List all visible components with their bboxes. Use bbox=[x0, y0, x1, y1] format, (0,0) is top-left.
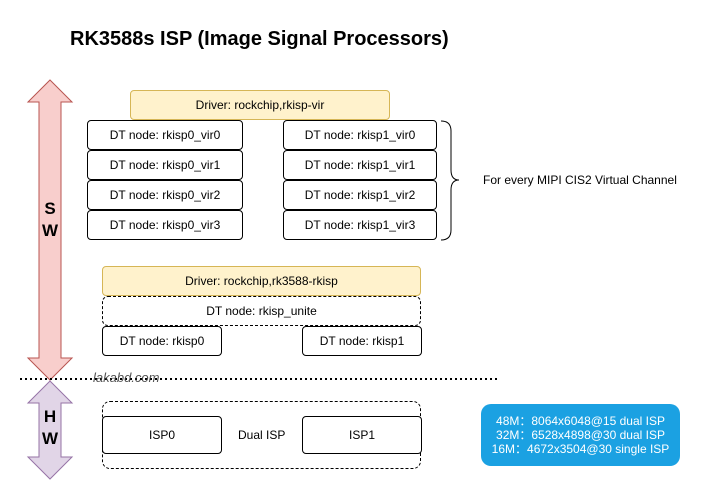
resolution-line: 48M：8064x6048@15 dual ISP bbox=[496, 414, 665, 428]
hw-arrow bbox=[26, 380, 74, 480]
vir-driver-box: Driver: rockchip,rkisp-vir bbox=[130, 90, 390, 120]
resolution-line: 32M：6528x4898@30 dual ISP bbox=[496, 428, 665, 442]
vir-node-right: DT node: rkisp1_vir0 bbox=[283, 120, 437, 150]
resolution-line: 16M：4672x3504@30 single ISP bbox=[491, 442, 670, 456]
isp1-hw-box: ISP1 bbox=[302, 416, 422, 454]
resolution-info-box: 48M：8064x6048@15 dual ISP 32M：6528x4898@… bbox=[481, 404, 680, 466]
vir-node-right: DT node: rkisp1_vir2 bbox=[283, 180, 437, 210]
isp0-hw-box: ISP0 bbox=[102, 416, 222, 454]
isp-node-1: DT node: rkisp1 bbox=[302, 326, 422, 356]
sw-letter-w: W bbox=[41, 221, 59, 240]
virtual-channel-brace bbox=[440, 120, 460, 241]
vir-node-left: DT node: rkisp0_vir3 bbox=[87, 210, 243, 240]
watermark: lakabd.com bbox=[93, 370, 160, 385]
vir-node-right: DT node: rkisp1_vir1 bbox=[283, 150, 437, 180]
page-title: RK3588s ISP (Image Signal Processors) bbox=[70, 28, 449, 50]
dual-isp-label: Dual ISP bbox=[238, 428, 286, 442]
hw-letter-h: H bbox=[43, 407, 57, 426]
brace-label: For every MIPI CIS2 Virtual Channel bbox=[483, 173, 677, 187]
isp-node-0: DT node: rkisp0 bbox=[102, 326, 222, 356]
sw-label: S W bbox=[38, 198, 62, 242]
isp-driver-box: Driver: rockchip,rk3588-rkisp bbox=[102, 266, 421, 296]
hw-label: H W bbox=[38, 406, 62, 450]
vir-node-right: DT node: rkisp1_vir3 bbox=[283, 210, 437, 240]
vir-node-left: DT node: rkisp0_vir0 bbox=[87, 120, 243, 150]
vir-node-left: DT node: rkisp0_vir1 bbox=[87, 150, 243, 180]
unite-node-box: DT node: rkisp_unite bbox=[102, 296, 421, 326]
vir-node-left: DT node: rkisp0_vir2 bbox=[87, 180, 243, 210]
sw-letter-s: S bbox=[44, 199, 56, 218]
hw-letter-w: W bbox=[41, 429, 59, 448]
